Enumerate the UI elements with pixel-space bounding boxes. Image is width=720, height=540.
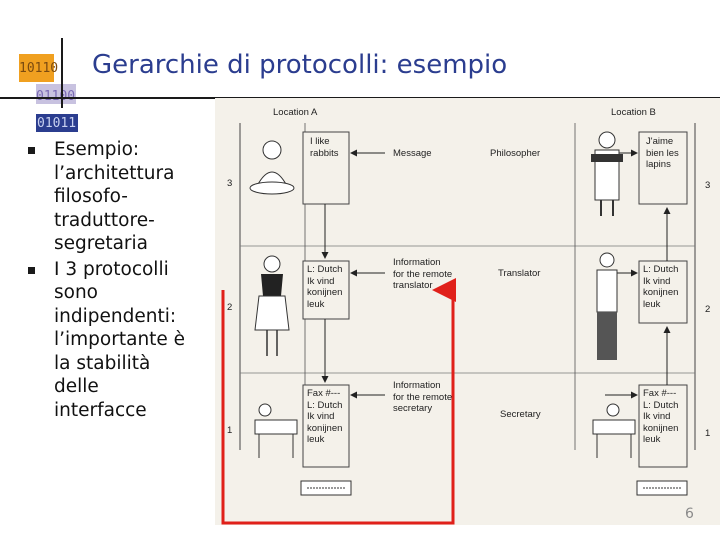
layer-number-right: 2 xyxy=(705,304,711,315)
box-line: Fax #--- xyxy=(307,388,341,399)
message-line: for the remote xyxy=(393,268,453,280)
logo-line-1: 10110 xyxy=(19,61,59,76)
b-layer1-text: Fax #--- L: Dutch Ik vind konijnen leuk xyxy=(643,388,678,446)
box-line: leuk xyxy=(643,434,661,445)
message-label: Message xyxy=(393,148,432,160)
message-line: secretary xyxy=(393,403,433,414)
bullet-marker xyxy=(28,266,35,274)
bullet-text: la stabilità xyxy=(54,352,151,374)
logo-orange-block xyxy=(19,54,54,82)
secretary-info-label: Information for the remote secretary xyxy=(393,380,452,415)
box-line: L: Dutch xyxy=(643,264,679,275)
b-layer3-text: J'aime bien les lapins xyxy=(646,136,679,171)
box-line: konijnen xyxy=(307,287,343,298)
box-line: Ik vind xyxy=(643,275,671,287)
box-line: konijnen xyxy=(307,422,343,434)
figure-diagram xyxy=(221,123,696,525)
box-line: leuk xyxy=(307,298,325,310)
box-line: leuk xyxy=(643,298,661,310)
bullet-list: Esempio: l’architettura filosofo- tradut… xyxy=(28,138,208,424)
box-line: L: Dutch xyxy=(643,399,679,411)
translator-a-icon xyxy=(254,255,290,356)
bullet-text: traduttore- xyxy=(54,209,155,231)
secretary-b-icon xyxy=(592,403,636,458)
role-philosopher: Philosopher xyxy=(490,148,541,159)
translator-b-icon xyxy=(596,252,618,360)
layer-number-left: 3 xyxy=(227,178,233,189)
logo-line-3: 01011 xyxy=(37,116,77,131)
logo-navy-block xyxy=(36,114,78,132)
bullet-text: interfacce xyxy=(54,399,147,421)
bullet-text: l’architettura xyxy=(54,162,175,184)
box-line: rabbits xyxy=(310,147,339,159)
layer-number-left: 2 xyxy=(227,302,233,313)
box-line: konijnen xyxy=(643,287,679,298)
box-line: I like xyxy=(310,136,330,147)
physical-path-line xyxy=(221,278,456,525)
box-line: Ik vind xyxy=(307,411,335,422)
message-line: Message xyxy=(393,148,432,159)
box-line: bien les xyxy=(646,147,679,159)
a-layer1-text: Fax #--- L: Dutch Ik vind konijnen leuk xyxy=(307,388,342,446)
role-translator: Translator xyxy=(498,268,541,279)
secretary-a-icon xyxy=(254,403,298,458)
a-layer2-box xyxy=(302,260,350,320)
b-layer2-box xyxy=(638,260,688,324)
bullet-marker xyxy=(28,147,35,154)
b-layer2-text: L: Dutch Ik vind konijnen leuk xyxy=(643,264,678,310)
message-line: Information xyxy=(393,380,441,391)
bullet-text: indipendenti: xyxy=(54,305,177,327)
protocol-hierarchy-figure: Location A Location B 3 2 1 3 2 1 I like… xyxy=(215,98,720,525)
bullet-text: delle xyxy=(54,376,99,397)
message-line: Information xyxy=(393,257,441,268)
philosopher-b-icon xyxy=(591,131,623,216)
bullet-text: l’importante è xyxy=(54,329,186,350)
philosopher-a-icon xyxy=(249,140,295,195)
fax-machine-a-icon xyxy=(300,480,352,496)
logo-lavender-block xyxy=(36,84,76,104)
box-line: Fax #--- xyxy=(643,388,677,399)
a-layer3-text: I like rabbits xyxy=(310,136,339,159)
box-line: L: Dutch xyxy=(307,399,343,411)
bullet-item-protocols: I 3 protocolli sono indipendenti: l’impo… xyxy=(28,258,208,423)
box-line: Ik vind xyxy=(307,275,335,287)
bullet-item-architecture: Esempio: l’architettura filosofo- tradut… xyxy=(28,138,208,256)
box-line: Ik vind xyxy=(643,411,671,422)
location-a-label: Location A xyxy=(273,107,318,118)
box-line: L: Dutch xyxy=(307,264,343,275)
layer-number-right: 1 xyxy=(705,428,711,439)
message-line: for the remote xyxy=(393,391,453,403)
a-layer1-box xyxy=(302,384,350,468)
page-number: 6 xyxy=(685,506,694,522)
title-vertical-rule xyxy=(61,38,63,108)
layer-number-right: 3 xyxy=(705,180,711,191)
fax-machine-b-icon xyxy=(636,480,688,496)
bullet-text: sono xyxy=(54,282,99,303)
box-line: leuk xyxy=(307,434,325,445)
a-layer2-text: L: Dutch Ik vind konijnen leuk xyxy=(307,264,342,310)
bullet-text: segretaria xyxy=(54,233,149,254)
bullet-text: filosofo- xyxy=(54,186,128,207)
location-b-label: Location B xyxy=(611,107,656,118)
message-line: translator xyxy=(393,280,433,291)
a-layer3-box xyxy=(302,131,350,205)
box-line: konijnen xyxy=(643,422,679,434)
box-line: J'aime xyxy=(646,136,674,147)
slide-title: Gerarchie di protocolli: esempio xyxy=(92,50,508,80)
b-layer1-box xyxy=(638,384,688,468)
b-layer3-box xyxy=(638,131,688,205)
bullet-text: Esempio: xyxy=(54,139,140,160)
role-secretary: Secretary xyxy=(500,409,541,420)
translator-info-label: Information for the remote translator xyxy=(393,257,452,292)
box-line: lapins xyxy=(646,159,671,170)
layer-number-left: 1 xyxy=(227,425,233,436)
bullet-text: I 3 protocolli xyxy=(54,258,169,280)
